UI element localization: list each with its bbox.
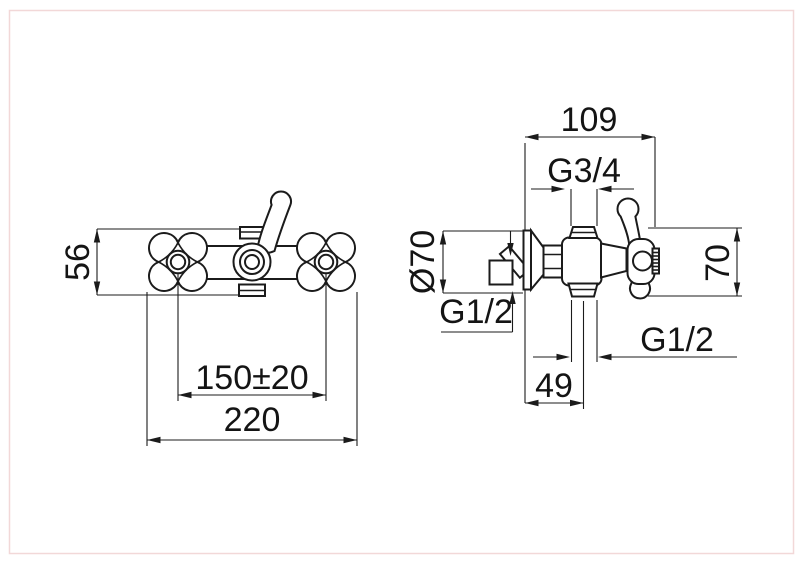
flange-diameter-label: Ø70 [404,230,442,294]
thread-outlet-label: G1/2 [640,321,714,359]
side-arrowheads [439,133,741,407]
handle-top-arm [616,197,642,244]
thread-wall-label: G1/2 [439,293,513,331]
outlet-flange [567,282,599,298]
side-view: 109 G3/4 Ø70 G1/2 70 G1/2 49 [404,101,742,409]
lever-handle [255,190,292,254]
valve-body [561,236,603,287]
dim-width-label: 220 [224,401,281,439]
handle-center-circle [632,250,653,272]
front-arrowheads [93,229,357,444]
handle-knurl [651,247,660,275]
handle-bonnet [600,242,628,279]
thread-top-label: G3/4 [547,152,621,190]
front-view: 56 150±20 220 [59,190,358,446]
center-boss [232,242,272,282]
dim-spacing-label: 150±20 [195,359,308,397]
wall-elbow-square [488,259,514,286]
bottom-port [238,283,266,297]
inlet-flange [568,226,599,239]
dim-handle-height-label: 70 [699,244,737,282]
page-border [8,9,795,555]
dim-offset-label: 49 [535,367,573,405]
hex-nut [542,244,563,279]
dim-depth-label: 109 [561,101,618,139]
dim-height-label: 56 [59,243,97,281]
wall-flange [522,227,545,293]
